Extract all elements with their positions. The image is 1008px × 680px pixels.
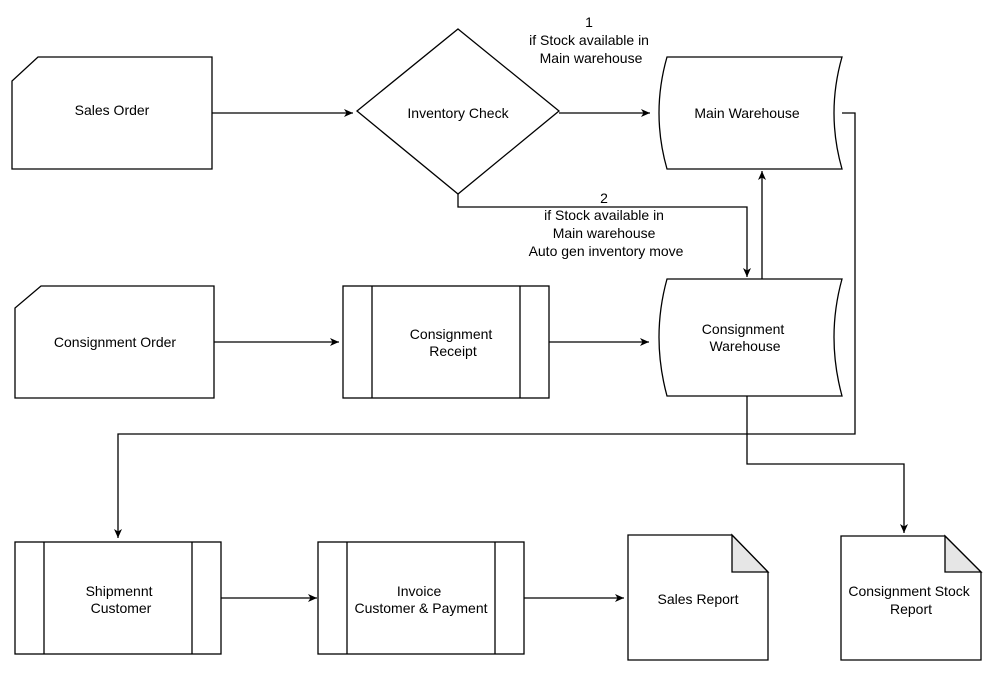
consignment-stock-report-line1: Consignment Stock xyxy=(848,583,970,599)
shipment-customer-line1: Shipmennt xyxy=(86,583,153,599)
edges xyxy=(114,109,908,602)
consignment-order-label: Consignment Order xyxy=(54,334,177,350)
main-path-label-line2: if Stock available in xyxy=(529,32,649,48)
edge-inventory-check-to-consignment-warehouse xyxy=(457,194,751,277)
inventory-check-node[interactable]: Inventory Check xyxy=(355,28,561,195)
consignment-path-label-line2: if Stock available in xyxy=(544,207,664,223)
main-path-label-line3: Main warehouse xyxy=(540,50,643,66)
consignment-warehouse-line1: Consignment xyxy=(702,321,785,337)
consignment-receipt-node[interactable]: Consignment Receipt xyxy=(342,285,550,399)
sales-order-node[interactable]: Sales Order xyxy=(11,56,213,170)
consignment-path-label-line1: 2 xyxy=(600,190,608,206)
consignment-receipt-line2: Receipt xyxy=(429,343,477,359)
consignment-receipt-line1: Consignment xyxy=(410,326,493,342)
invoice-line2: Customer & Payment xyxy=(354,600,487,616)
shipment-customer-node[interactable]: Shipmennt Customer xyxy=(14,541,222,655)
consignment-warehouse-line2: Warehouse xyxy=(709,338,780,354)
consignment-path-label-line3: Main warehouse xyxy=(553,225,656,241)
edge-consignment-warehouse-to-stock-report xyxy=(746,396,908,533)
consignment-receipt-label: Consignment Receipt xyxy=(410,326,496,359)
inventory-check-label: Inventory Check xyxy=(407,105,509,121)
consignment-path-edge-label: 2 if Stock available in Main warehouse A… xyxy=(529,190,684,259)
edge-main-warehouse-to-shipment xyxy=(114,112,856,538)
main-warehouse-label: Main Warehouse xyxy=(694,105,800,121)
consignment-warehouse-label: Consignment Warehouse xyxy=(702,321,788,354)
main-path-label-line1: 1 xyxy=(585,14,593,30)
consignment-warehouse-node[interactable]: Consignment Warehouse xyxy=(658,278,843,397)
sales-report-label: Sales Report xyxy=(658,591,739,607)
consignment-path-label-line4: Auto gen inventory move xyxy=(529,243,684,259)
consignment-stock-report-line2: Report xyxy=(890,601,932,617)
invoice-label: Invoice Customer & Payment xyxy=(354,583,487,616)
shipment-customer-line2: Customer xyxy=(91,600,152,616)
invoice-line1: Invoice xyxy=(397,583,442,599)
consignment-stock-report-label: Consignment Stock Report xyxy=(848,583,973,617)
consignment-order-node[interactable]: Consignment Order xyxy=(14,285,215,399)
shipment-customer-label: Shipmennt Customer xyxy=(86,583,157,616)
main-warehouse-node[interactable]: Main Warehouse xyxy=(658,56,843,170)
consignment-stock-report-node[interactable]: Consignment Stock Report xyxy=(840,534,983,661)
sales-report-node[interactable]: Sales Report xyxy=(627,533,770,661)
invoice-node[interactable]: Invoice Customer & Payment xyxy=(317,541,525,655)
sales-order-label: Sales Order xyxy=(75,102,150,118)
main-path-edge-label: 1 if Stock available in Main warehouse xyxy=(529,14,653,66)
